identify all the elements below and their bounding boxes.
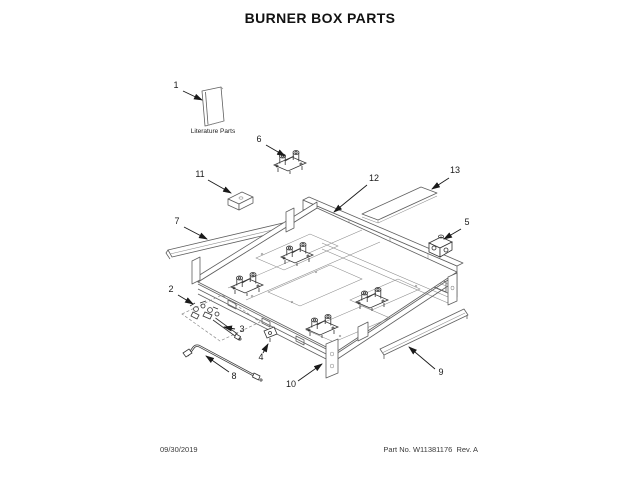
orifice-tube-part3 bbox=[212, 317, 242, 341]
callout-label-5: 5 bbox=[464, 217, 469, 227]
callout-arrow-1 bbox=[182, 90, 203, 101]
cover-panel-part13 bbox=[361, 186, 438, 224]
callout-arrow-13 bbox=[431, 177, 450, 190]
front-leg-part10 bbox=[325, 338, 339, 379]
footer-part-number: Part No. W11381176 Rev. A bbox=[383, 445, 478, 454]
callout-label-1: 1 bbox=[173, 80, 178, 90]
callout-arrow-12 bbox=[333, 184, 368, 213]
callout-label-2: 2 bbox=[168, 284, 173, 294]
manifold-rail bbox=[197, 283, 337, 365]
callout-label-11: 11 bbox=[195, 169, 204, 179]
callout-label-6: 6 bbox=[256, 134, 261, 144]
fitting-part4 bbox=[263, 326, 278, 342]
gas-valve-cluster bbox=[189, 300, 220, 320]
literature-parts-label: Literature Parts bbox=[191, 128, 236, 135]
callout-arrow-10 bbox=[297, 363, 323, 382]
callout-arrow-5 bbox=[443, 228, 462, 240]
callout-arrow-2 bbox=[177, 294, 194, 305]
callout-arrow-6 bbox=[265, 144, 286, 157]
callout-arrow-8 bbox=[205, 355, 230, 373]
literature-parts-book: Literature Parts bbox=[191, 86, 236, 135]
callout-arrow-3 bbox=[223, 325, 236, 332]
callout-label-12: 12 bbox=[369, 173, 379, 183]
gas-pipe-part8 bbox=[182, 344, 263, 382]
callout-label-13: 13 bbox=[450, 165, 460, 175]
callout-arrow-7 bbox=[183, 226, 208, 240]
callout-label-3: 3 bbox=[239, 324, 244, 334]
callout-label-4: 4 bbox=[258, 352, 263, 362]
footer-date: 09/30/2019 bbox=[160, 445, 198, 454]
bracket-part11 bbox=[227, 191, 254, 211]
page-title: BURNER BOX PARTS bbox=[244, 10, 396, 26]
callout-label-8: 8 bbox=[231, 371, 236, 381]
callout-arrow-11 bbox=[207, 179, 232, 194]
burner-assembly-part6 bbox=[273, 150, 307, 175]
front-rail-part9 bbox=[379, 308, 469, 359]
burner-box-base bbox=[191, 201, 458, 379]
callout-label-10: 10 bbox=[286, 379, 296, 389]
callout-label-9: 9 bbox=[438, 367, 443, 377]
footer: 09/30/2019 Part No. W11381176 Rev. A bbox=[160, 445, 478, 454]
callout-arrow-4 bbox=[261, 343, 269, 354]
spark-module-part5 bbox=[428, 234, 453, 258]
callout-arrow-9 bbox=[408, 346, 436, 370]
callout-label-7: 7 bbox=[174, 216, 179, 226]
